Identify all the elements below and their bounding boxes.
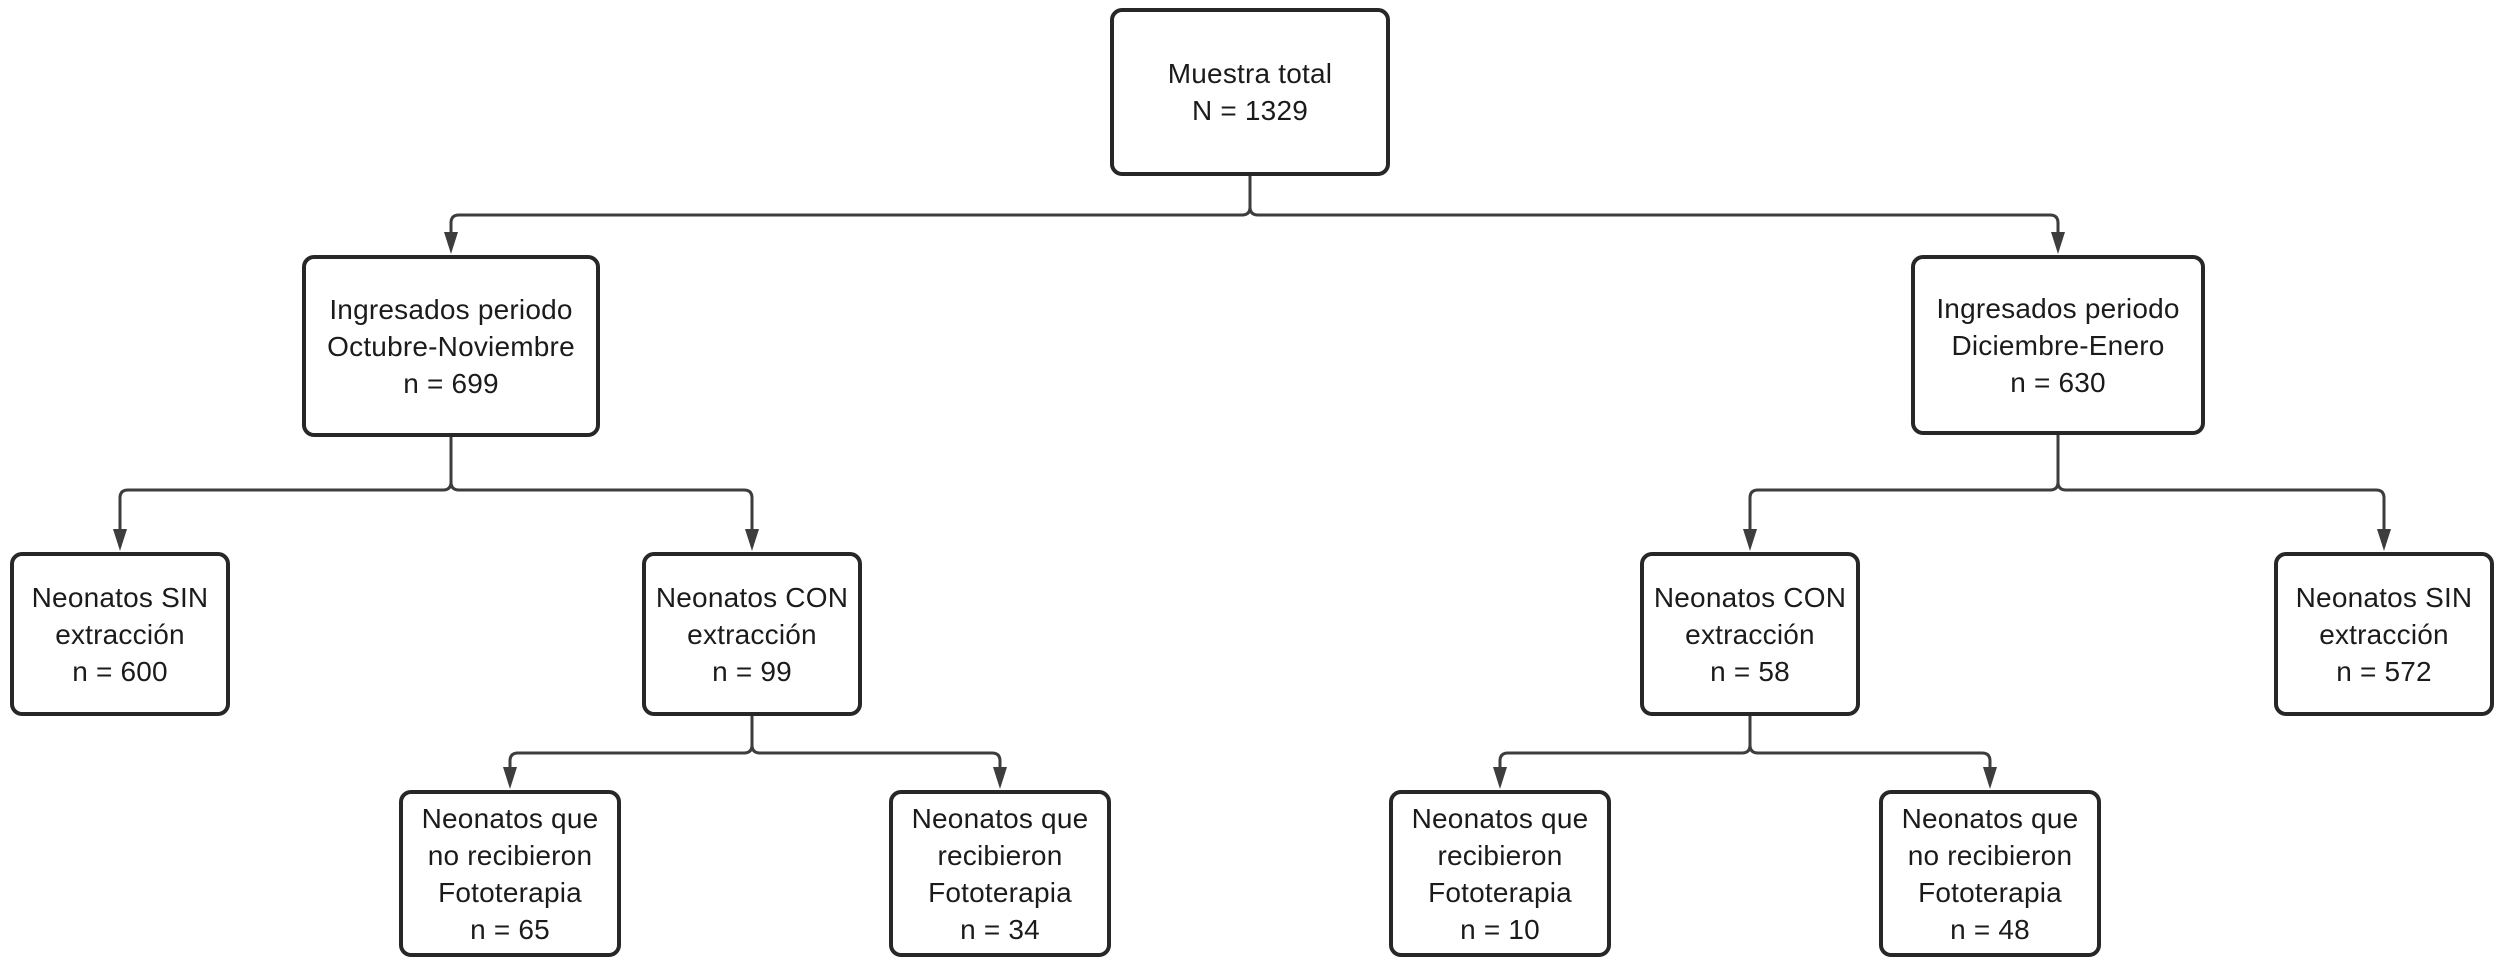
node-muestra-total-label: Muestra total N = 1329 [1167,58,1333,126]
edge-con99-to-fototerapia34-arrow [993,767,1007,789]
node-sin-extraccion-600-label: Neonatos SIN extracción n = 600 [31,581,209,687]
edge-diciembre-to-con58-arrow [1743,529,1757,551]
edge-diciembre-to-con58-line [1748,435,2060,531]
edge-muestra-to-diciembre-line [1248,176,2060,234]
edge-con58-to-no48-arrow [1983,767,1997,789]
node-fototerapia-10: Neonatos que recibieron Fototerapia n = … [1389,790,1611,957]
edge-diciembre-to-con58 [1743,435,2060,551]
node-no-fototerapia-48-label: Neonatos que no recibieron Fototerapia n… [1901,802,2079,945]
edge-diciembre-to-sin572-arrow [2377,529,2391,551]
node-fototerapia-34-label: Neonatos que recibieron Fototerapia n = … [911,802,1089,945]
node-fototerapia-34: Neonatos que recibieron Fototerapia n = … [889,790,1111,957]
node-sin-extraccion-572-label: Neonatos SIN extracción n = 572 [2295,581,2473,687]
node-muestra-total: Muestra total N = 1329 [1110,8,1390,176]
edge-muestra-to-octubre-line [449,176,1252,234]
edge-muestra-to-diciembre-arrow [2051,232,2065,254]
edge-diciembre-to-sin572-line [2056,435,2386,531]
edge-octubre-to-sin600 [113,437,453,551]
edge-octubre-to-con99-arrow [745,529,759,551]
node-fototerapia-10-label: Neonatos que recibieron Fototerapia n = … [1411,802,1589,945]
node-octubre-noviembre: Ingresados periodo Octubre-Noviembre n =… [302,255,600,437]
edge-con99-to-no65 [503,716,754,789]
edge-con99-to-no65-line [508,716,754,769]
node-diciembre-enero-label: Ingresados periodo Diciembre-Enero n = 6… [1936,292,2180,398]
edge-con58-to-no48 [1748,716,1997,789]
edge-muestra-to-octubre-arrow [444,232,458,254]
edge-muestra-to-octubre [444,176,1252,254]
edge-con58-to-no48-line [1748,716,1992,769]
node-con-extraccion-58: Neonatos CON extracción n = 58 [1640,552,1860,716]
edge-con99-to-fototerapia34 [750,716,1007,789]
edge-con58-to-fototerapia10-line [1498,716,1752,769]
node-diciembre-enero: Ingresados periodo Diciembre-Enero n = 6… [1911,255,2205,435]
edge-con99-to-fototerapia34-line [750,716,1002,769]
node-con-extraccion-99-label: Neonatos CON extracción n = 99 [655,581,849,687]
node-no-fototerapia-65: Neonatos que no recibieron Fototerapia n… [399,790,621,957]
edge-octubre-to-con99 [449,437,759,551]
edge-muestra-to-diciembre [1248,176,2065,254]
edge-octubre-to-con99-line [449,437,754,531]
edge-con58-to-fototerapia10 [1493,716,1752,789]
node-no-fototerapia-48: Neonatos que no recibieron Fototerapia n… [1879,790,2101,957]
node-con-extraccion-58-label: Neonatos CON extracción n = 58 [1653,581,1847,687]
edge-con58-to-fototerapia10-arrow [1493,767,1507,789]
edge-con99-to-no65-arrow [503,767,517,789]
edge-octubre-to-sin600-arrow [113,529,127,551]
node-con-extraccion-99: Neonatos CON extracción n = 99 [642,552,862,716]
node-sin-extraccion-600: Neonatos SIN extracción n = 600 [10,552,230,716]
node-octubre-noviembre-label: Ingresados periodo Octubre-Noviembre n =… [327,293,575,399]
edge-diciembre-to-sin572 [2056,435,2391,551]
node-no-fototerapia-65-label: Neonatos que no recibieron Fototerapia n… [421,802,599,945]
node-sin-extraccion-572: Neonatos SIN extracción n = 572 [2274,552,2494,716]
edge-octubre-to-sin600-line [118,437,453,531]
